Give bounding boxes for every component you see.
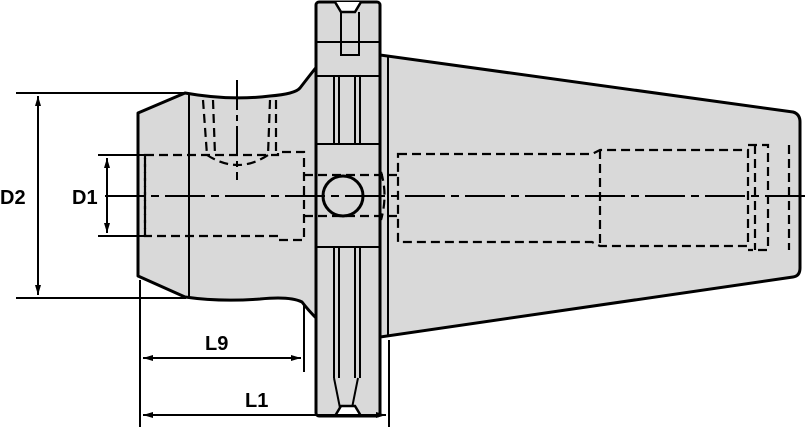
front-body — [136, 63, 320, 322]
hidden-lines — [143, 99, 791, 252]
dimension-label-l9: L9 — [205, 333, 229, 355]
dimension-label-l1: L1 — [245, 390, 269, 412]
center-line — [105, 80, 811, 197]
dimension-label-d1: D1 — [72, 187, 98, 209]
dimension-lines — [16, 92, 390, 427]
flange — [314, 0, 382, 418]
dimension-label-d2: D2 — [0, 187, 26, 209]
